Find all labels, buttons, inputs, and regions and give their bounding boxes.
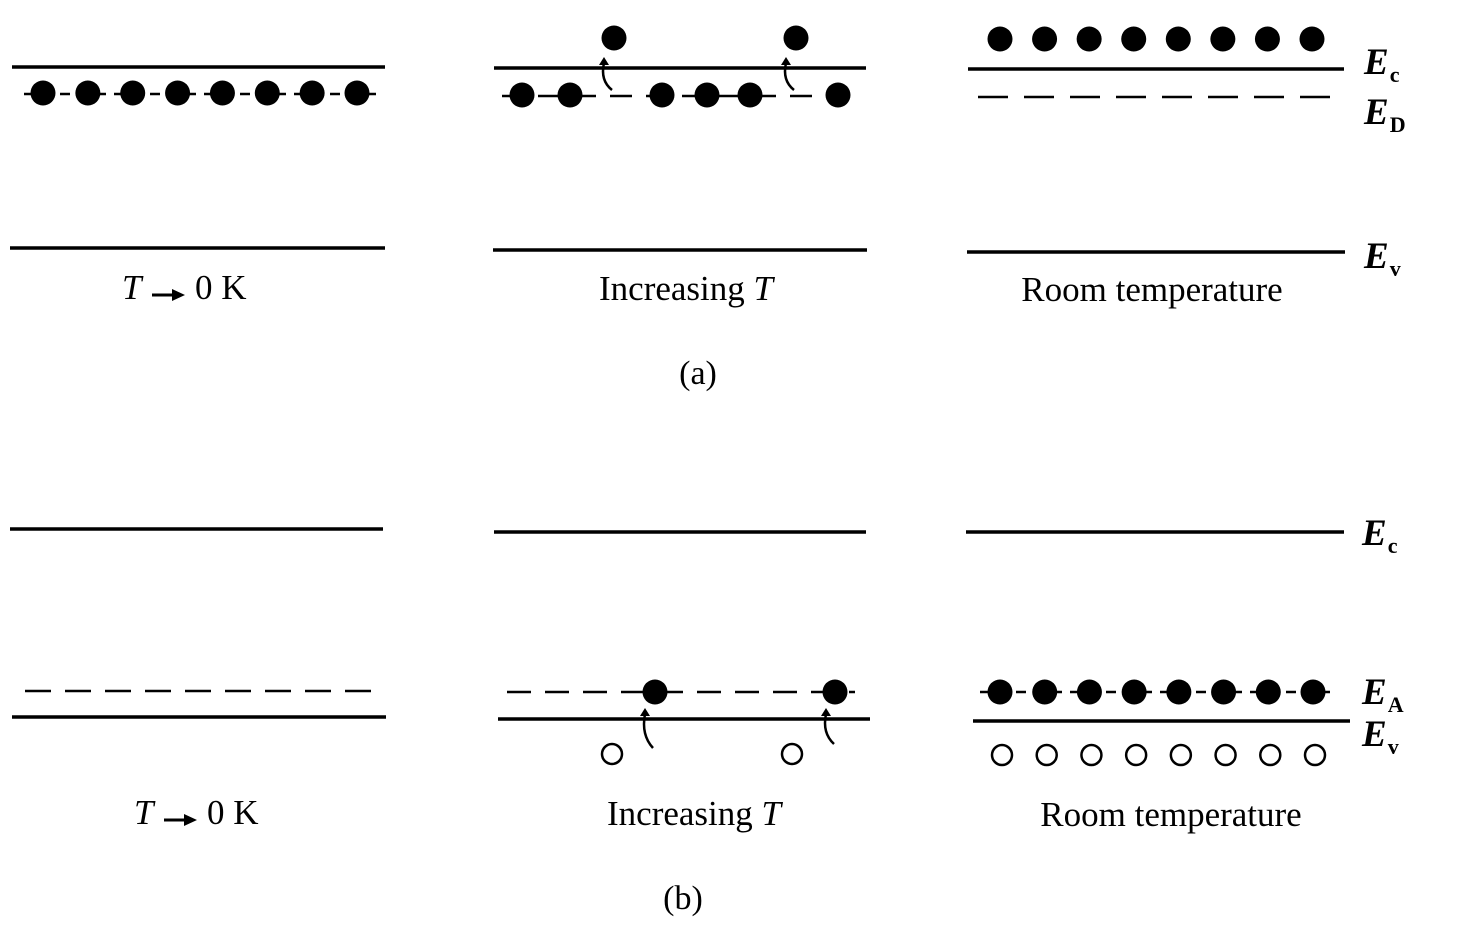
excitation-arrows [599,57,835,749]
b-col3-hole [1169,743,1193,767]
a-col2-donor-electron [557,82,583,108]
a-col2-donor-electron [694,82,720,108]
b-col3-acceptor-electron [1255,679,1281,705]
a-col3-conduction-electron [1032,26,1058,52]
b-col2-hole [600,742,624,766]
a-col1-label: T 0 K [122,268,247,308]
a-col1-donor-electron [209,80,235,106]
a-col3-conduction-electron [987,26,1013,52]
b-col3-hole [1080,743,1103,767]
a-col2-excitation-arrow-head [599,57,609,65]
arrow-right-icon [162,798,198,833]
a-col2-donor-electron [737,82,763,108]
a-col2-conduction-electron [783,25,809,51]
a-col1-donor-electron [30,80,56,106]
b-col2-acceptor-electron [822,679,848,705]
b-col3-acceptor-electron [987,679,1013,705]
a-ed-label: ED [1364,92,1406,137]
a-col2-donor-electron [649,82,675,108]
a-col1-donor-electron [254,80,280,106]
b-col2-hole [780,742,804,766]
b-ea-label: EA [1362,672,1404,717]
a-ev-label: Ev [1364,236,1401,281]
a-col2-conduction-electron [601,25,627,51]
a-col1-donor-electron [75,80,101,106]
b-col3-acceptor-electron [1300,679,1326,705]
a-col2-excitation-arrow-stem [601,62,613,91]
a-col1-donor-electron [344,80,370,106]
b-col3-hole [1035,743,1058,767]
a-col3-conduction-electron [1165,26,1191,52]
b-col3-hole [1259,743,1282,767]
a-col2-donor-electron [509,82,535,108]
b-caption: (b) [663,880,703,917]
b-col3-acceptor-electron [1032,679,1058,705]
b-col3-acceptor-electron [1076,679,1102,705]
b-col3-label: Room temperature [1040,795,1302,834]
arrow-right-icon [150,273,186,308]
b-ev-label: Ev [1362,714,1399,759]
a-col2-donor-electron [825,82,851,108]
a-col3-conduction-electron [1254,26,1280,52]
b-col3-hole [1124,743,1148,767]
a-caption: (a) [679,355,717,392]
a-col1-donor-electron [299,80,325,106]
a-col2-excitation-arrow-stem [783,62,795,91]
b-col2-excitation-arrow-stem [823,713,835,745]
a-col2-excitation-arrow-head [781,57,791,65]
a-col3-label: Room temperature [1021,270,1283,309]
b-col3-acceptor-electron [1211,679,1237,705]
carrier-dots [30,25,1327,767]
b-ec-label: Ec [1362,513,1398,558]
b-col3-acceptor-electron [1121,679,1147,705]
a-col1-donor-electron [120,80,146,106]
b-col3-hole [1214,743,1237,767]
b-col3-hole [990,743,1014,767]
a-col3-conduction-electron [1210,26,1236,52]
b-col2-label: Increasing T [607,794,781,833]
band-lines [10,65,1350,723]
a-col3-conduction-electron [1076,26,1102,52]
a-ec-label: Ec [1364,42,1400,87]
b-col2-excitation-arrow-head [640,708,650,716]
b-col3-acceptor-electron [1166,679,1192,705]
a-col1-donor-electron [165,80,191,106]
a-col3-conduction-electron [1299,26,1325,52]
b-col2-excitation-arrow-head [821,708,831,716]
a-col3-conduction-electron [1121,26,1147,52]
b-col1-label: T 0 K [134,793,259,833]
b-col2-acceptor-electron [642,679,668,705]
b-col3-hole [1303,743,1327,767]
b-col2-excitation-arrow-stem [642,713,654,749]
a-col2-label: Increasing T [599,269,773,308]
